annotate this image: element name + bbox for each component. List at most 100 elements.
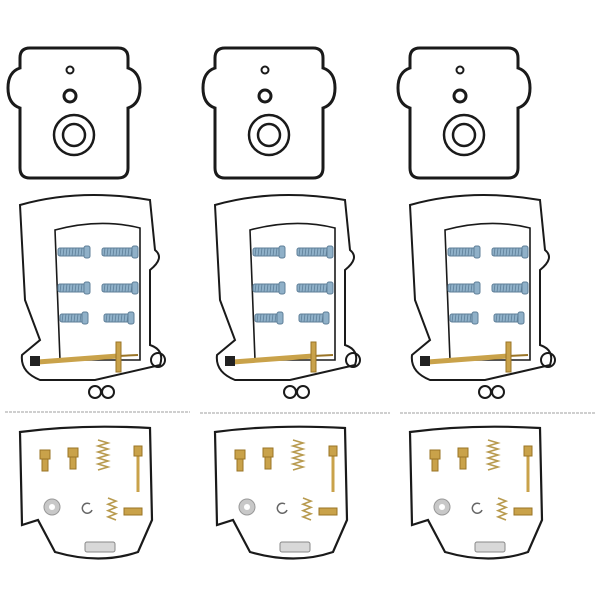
screw-thread <box>301 247 304 257</box>
screw-thread <box>103 247 106 257</box>
screw-thread <box>120 313 123 323</box>
screw-thread <box>313 247 316 257</box>
top-gasket-set <box>396 46 532 180</box>
o-ring-needle <box>345 352 361 368</box>
coil-spring <box>105 497 119 521</box>
screw-thread <box>464 283 467 293</box>
screw-head <box>322 311 330 325</box>
screw <box>57 281 91 295</box>
o-ring-pair-right <box>296 385 310 399</box>
screw-thread <box>112 283 115 293</box>
float-needle-valve <box>474 541 506 553</box>
screw-thread <box>461 247 464 257</box>
screw-head <box>521 281 529 295</box>
screw-thread <box>514 283 517 293</box>
screw-thread <box>68 283 71 293</box>
top-gasket-set <box>6 46 142 180</box>
spring-coil <box>485 439 501 471</box>
screw <box>252 281 286 295</box>
needle-clip <box>505 341 512 373</box>
screw-head <box>517 311 525 325</box>
kit-left <box>6 46 166 560</box>
screw-thread <box>77 247 80 257</box>
screw-thread <box>312 313 315 323</box>
float-bowl-gasket <box>408 425 544 560</box>
screw-thread <box>80 247 83 257</box>
screw-thread <box>455 283 458 293</box>
screw <box>101 281 139 295</box>
screw-thread <box>322 283 325 293</box>
pilot-screw-head <box>328 445 338 457</box>
screw-thread <box>452 283 455 293</box>
screw <box>447 281 481 295</box>
coil-spring <box>290 439 306 471</box>
screw-thread <box>74 283 77 293</box>
jet-hex <box>262 447 274 458</box>
screw-head <box>326 245 334 259</box>
screw-thread <box>274 313 277 323</box>
screw-thread <box>111 313 114 323</box>
screw-thread <box>511 247 514 257</box>
screw-thread <box>59 247 62 257</box>
screw-thread <box>106 247 109 257</box>
jet-hex <box>39 449 51 460</box>
screw-thread <box>260 283 263 293</box>
screw-thread <box>79 313 82 323</box>
screw <box>59 311 89 325</box>
needle-body <box>425 353 511 365</box>
screw-thread <box>451 313 454 323</box>
screw-thread <box>118 283 121 293</box>
screw-thread <box>499 283 502 293</box>
o-ring-large <box>247 113 291 157</box>
o-ring-pair-left <box>88 385 102 399</box>
screw-thread <box>467 283 470 293</box>
screw-thread <box>59 283 62 293</box>
screw-thread <box>458 247 461 257</box>
screw-thread <box>257 283 260 293</box>
screw-head <box>521 245 529 259</box>
screw <box>298 311 330 325</box>
screw-thread <box>263 283 266 293</box>
coil-spring <box>95 439 111 471</box>
brass-jet <box>262 447 274 470</box>
screw <box>252 245 286 259</box>
o-ring-medium <box>256 122 282 148</box>
bottom-gasket-set <box>18 425 154 560</box>
screw-thread <box>469 313 472 323</box>
screw-thread <box>457 313 460 323</box>
middle-gasket-set <box>213 194 361 399</box>
black-screw <box>420 356 430 366</box>
jet-body <box>69 456 77 470</box>
screw-thread <box>508 283 511 293</box>
brass-jet <box>67 447 79 470</box>
needle-body <box>230 353 316 365</box>
o-ring-needle <box>540 352 556 368</box>
screw-thread <box>313 283 316 293</box>
screw-thread <box>266 283 269 293</box>
screw-thread <box>118 247 121 257</box>
washer-hole <box>439 504 445 510</box>
bottom-gasket-set <box>408 425 544 560</box>
screw-thread <box>80 283 83 293</box>
screw-thread <box>68 247 71 257</box>
screw-thread <box>65 247 68 257</box>
screw-head <box>326 281 334 295</box>
black-screw <box>225 356 235 366</box>
o-ring-pair-left <box>478 385 492 399</box>
screw-thread <box>467 247 470 257</box>
screw-thread <box>124 247 127 257</box>
screw <box>296 245 334 259</box>
screw-thread <box>499 247 502 257</box>
bowl-gasket <box>201 46 337 180</box>
screw-head <box>471 311 479 325</box>
screw-head <box>278 245 286 259</box>
screw-thread <box>64 313 67 323</box>
o-ring-medium <box>61 122 87 148</box>
screw-thread <box>265 313 268 323</box>
screw-thread <box>298 247 301 257</box>
screw-thread <box>103 283 106 293</box>
screw-head <box>83 281 91 295</box>
screw-thread <box>307 283 310 293</box>
o-ring-small <box>257 88 273 104</box>
